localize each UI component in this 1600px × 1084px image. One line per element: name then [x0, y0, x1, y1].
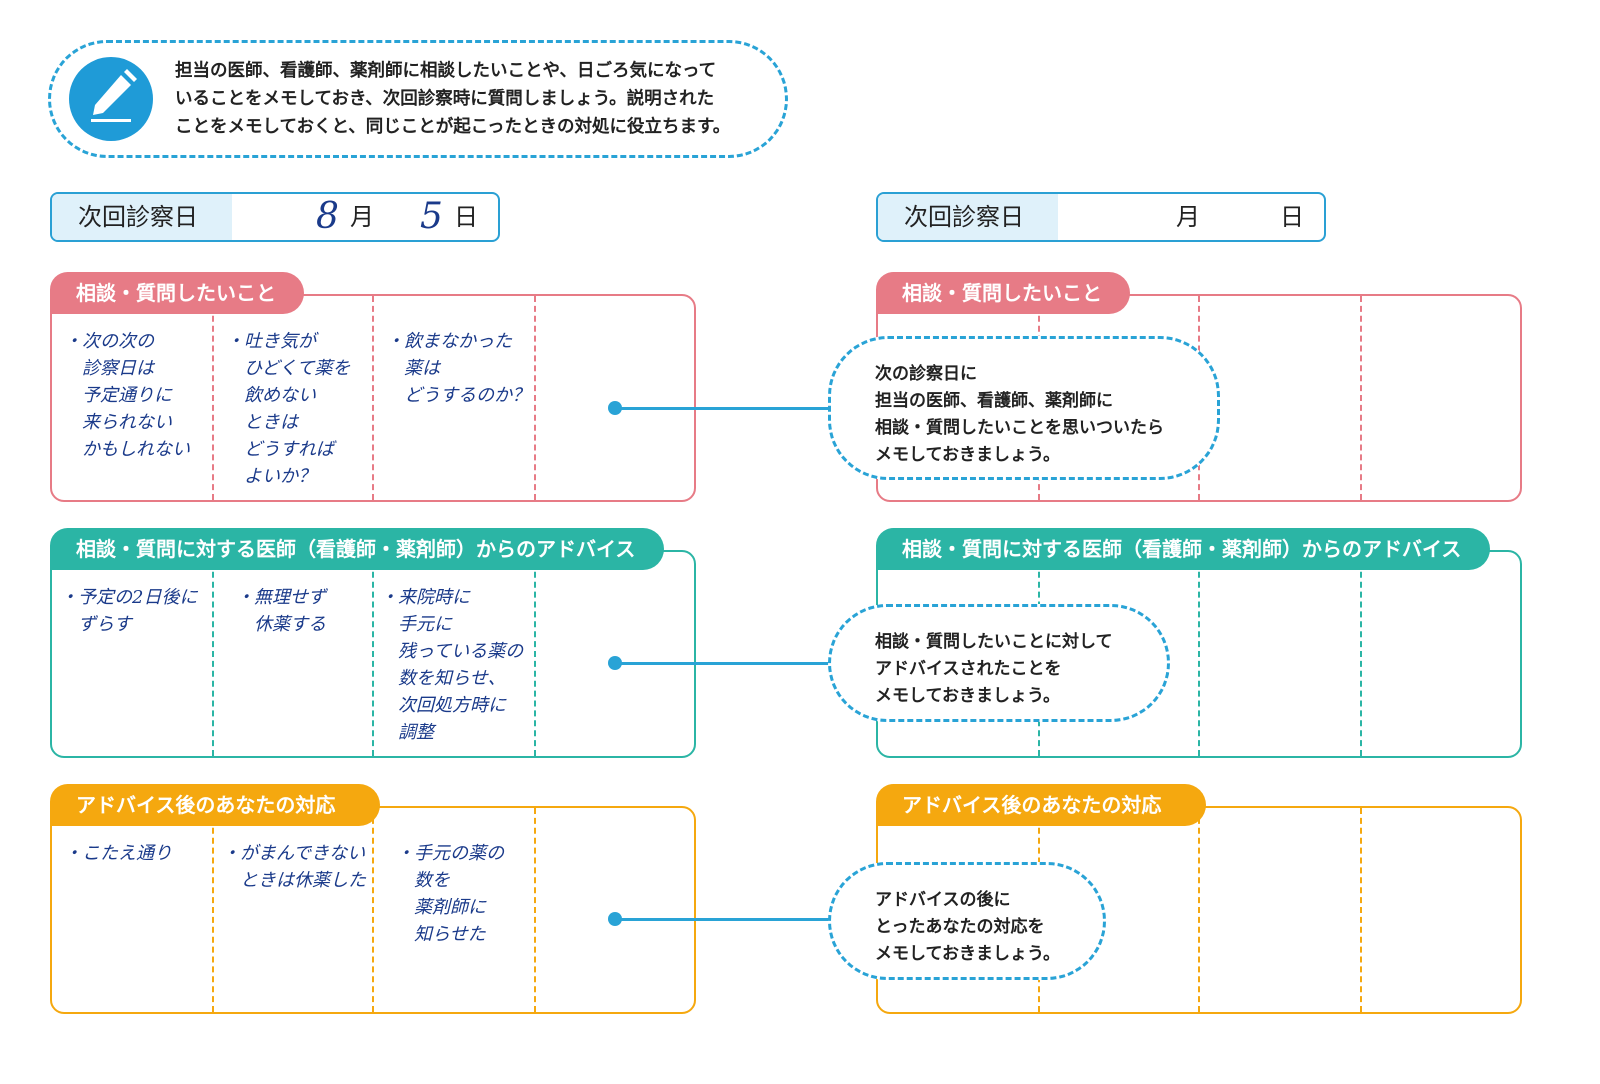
day-unit: 日 — [454, 203, 478, 231]
note: ・予定の2日後に ずらす — [60, 587, 198, 635]
callout-advice: 相談・質問したいことに対して アドバイスされたことを メモしておきましょう。 — [828, 604, 1170, 722]
note: ・吐き気が ひどくて薬を 飲めない ときは どうすれば よいか？ — [226, 331, 351, 487]
note: ・無理せず 休薬する — [236, 587, 326, 635]
next-visit-date-blank: 次回診察日 月 日 — [876, 192, 1326, 242]
note: ・手元の薬の 数を 薬剤師に 知らせた — [396, 843, 504, 945]
tab-questions: 相談・質問したいこと — [50, 272, 304, 314]
tab-advice: 相談・質問に対する医師（看護師・薬剤師）からのアドバイス — [876, 528, 1490, 570]
intro-text: 担当の医師、看護師、薬剤師に相談したいことや、日ごろ気になって いることをメモし… — [175, 61, 731, 137]
note: ・こたえ通り — [64, 843, 172, 864]
tab-response: アドバイス後のあなたの対応 — [50, 784, 380, 826]
tab-questions: 相談・質問したいこと — [876, 272, 1130, 314]
connector-line — [615, 407, 831, 410]
month-value: 8 — [316, 196, 339, 237]
note: ・次の次の 診察日は 予定通りに 来られない かもしれない — [64, 331, 190, 460]
intro-bubble: 担当の医師、看護師、薬剤師に相談したいことや、日ごろ気になって いることをメモし… — [48, 40, 788, 158]
callout-questions: 次の診察日に 担当の医師、看護師、薬剤師に 相談・質問したいことを思いついたら … — [828, 336, 1220, 480]
date-label: 次回診察日 — [52, 194, 232, 240]
connector-line — [615, 662, 831, 665]
note: ・来院時に 手元に 残っている薬の 数を知らせ、 次回処方時に 調整 — [380, 587, 524, 743]
tab-advice: 相談・質問に対する医師（看護師・薬剤師）からのアドバイス — [50, 528, 664, 570]
note: ・がまんできない ときは休薬した — [222, 843, 366, 891]
next-visit-date-filled: 次回診察日 8 月 5 日 — [50, 192, 500, 242]
pen-icon — [69, 57, 153, 141]
connector-line — [615, 918, 831, 921]
left-section-questions — [50, 294, 696, 502]
note: ・飲まなかった 薬は どうするのか？ — [386, 331, 530, 406]
tab-response: アドバイス後のあなたの対応 — [876, 784, 1206, 826]
day-value: 5 — [420, 196, 443, 237]
callout-response: アドバイスの後に とったあなたの対応を メモしておきましょう。 — [828, 862, 1106, 980]
day-unit: 日 — [1280, 203, 1304, 231]
month-unit: 月 — [350, 203, 374, 231]
left-section-response — [50, 806, 696, 1014]
date-label: 次回診察日 — [878, 194, 1058, 240]
month-unit: 月 — [1176, 203, 1200, 231]
left-section-advice — [50, 550, 696, 758]
